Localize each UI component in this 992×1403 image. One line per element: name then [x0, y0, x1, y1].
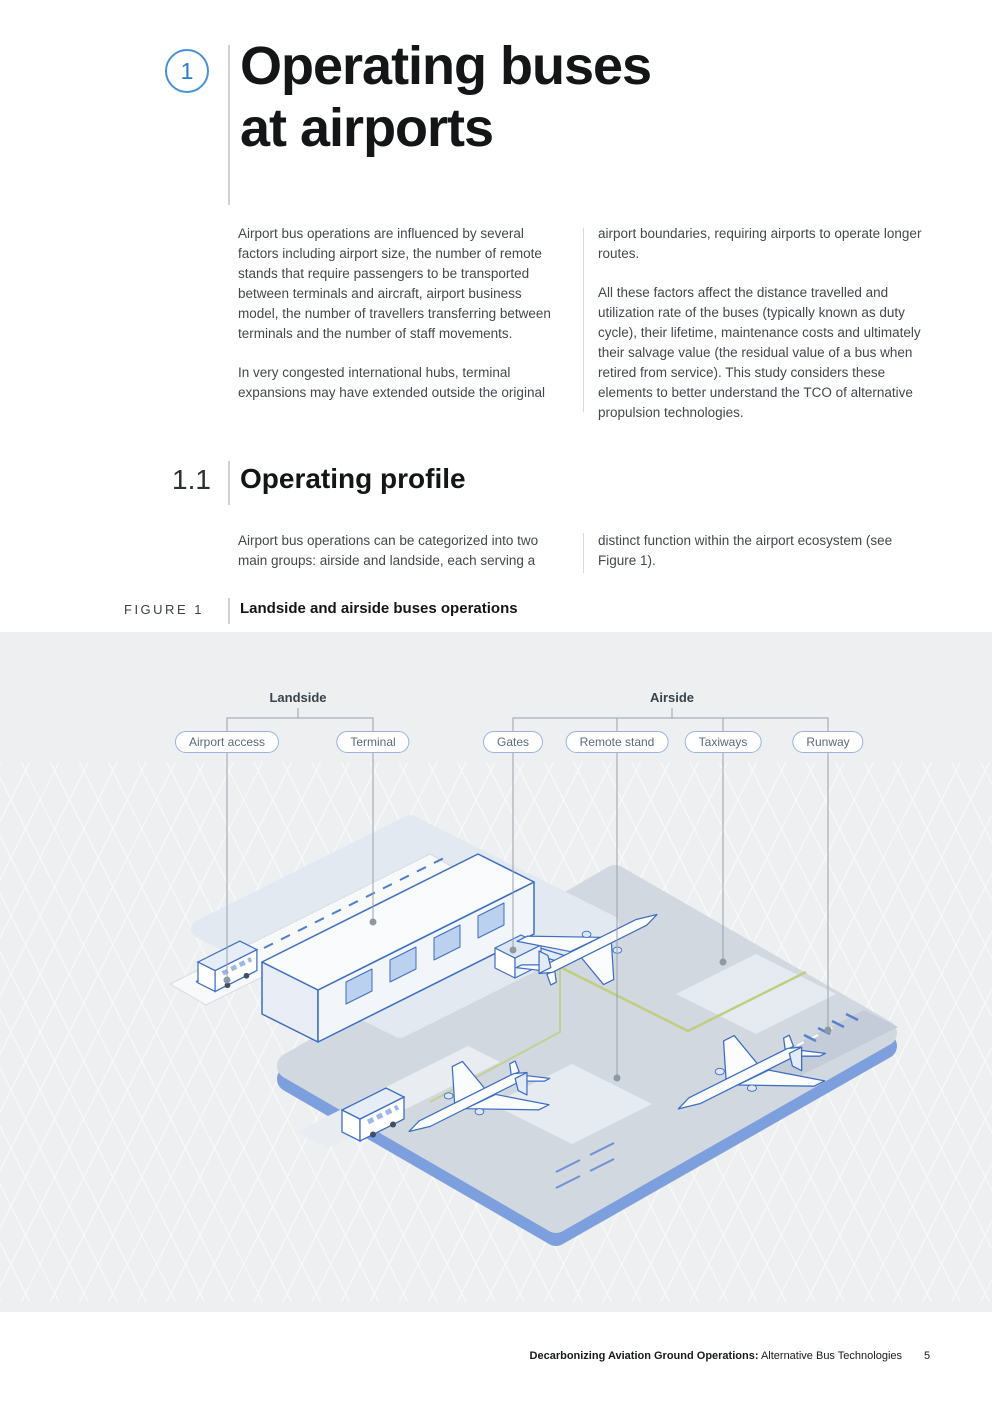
figure-divider [228, 598, 230, 624]
chapter-number: 1 [180, 57, 194, 84]
gate-building [494, 934, 567, 979]
remote-stand-pad [492, 1064, 652, 1144]
callout-connectors [226, 753, 829, 1078]
column-divider [583, 228, 584, 412]
paragraph: Airport bus operations are influenced by… [238, 226, 551, 341]
stand-markings [555, 1142, 615, 1189]
footer-report-subtitle: Alternative Bus Technologies [758, 1350, 902, 1362]
group-label-landside: Landside [269, 690, 327, 705]
callout-dots [223, 918, 832, 1082]
pill-runway: Runway [792, 731, 864, 753]
section-left-column: Airport bus operations can be categorize… [238, 531, 564, 571]
pill-remote-stand: Remote stand [565, 731, 669, 753]
section-number: 1.1 [172, 464, 211, 495]
footer-report-title: Decarbonizing Aviation Ground Operations… [529, 1350, 759, 1362]
title-divider [228, 45, 230, 205]
intro-right-column: airport boundaries, requiring airports t… [598, 224, 930, 423]
intro-left-column: Airport bus operations are influenced by… [238, 224, 564, 403]
paragraph: Airport bus operations can be categorize… [238, 533, 539, 568]
remote-stand-pad [676, 954, 836, 1034]
pill-taxiways: Taxiways [684, 731, 762, 753]
figure-1-illustration: Landside Airside Airport access Terminal… [0, 632, 992, 1312]
page-number: 5 [924, 1350, 931, 1362]
label-brackets [226, 708, 829, 731]
paragraph: airport boundaries, requiring airports t… [598, 226, 922, 261]
terminal-building [261, 853, 535, 1043]
pill-terminal: Terminal [336, 731, 410, 753]
section-right-column: distinct function within the airport eco… [598, 531, 930, 571]
pill-gates: Gates [482, 731, 544, 753]
paragraph: In very congested international hubs, te… [238, 364, 545, 400]
terminal-windows [345, 902, 505, 1005]
section-divider [228, 461, 230, 505]
figure-caption: Landside and airside buses operations [240, 600, 518, 617]
figure-label: FIGURE 1 [124, 602, 204, 617]
title-line-2: at airports [240, 97, 494, 158]
airport-isometric-scene [168, 708, 898, 1246]
paragraph: distinct function within the airport eco… [598, 533, 893, 568]
chapter-number-badge: 1 [165, 49, 209, 93]
section-title: Operating profile [240, 463, 466, 494]
title-line-1: Operating buses [240, 36, 652, 96]
footer: Decarbonizing Aviation Ground Operations… [0, 1350, 902, 1362]
column-divider [583, 533, 584, 573]
pill-airport-access: Airport access [174, 731, 280, 753]
page-title: Operating buses at airports [240, 36, 652, 159]
group-label-airside: Airside [649, 690, 695, 705]
paragraph: All these factors affect the distance tr… [598, 284, 921, 420]
